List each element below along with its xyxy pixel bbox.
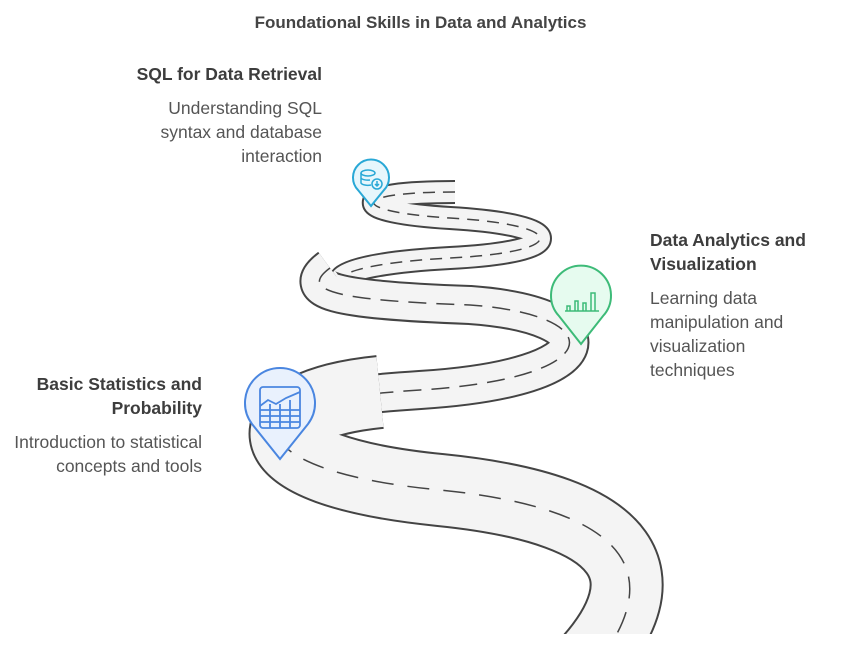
bar-chart-icon — [565, 292, 599, 312]
milestone-description: Learning data manipulation and visualiza… — [650, 288, 784, 380]
pin-sql — [352, 158, 390, 208]
pin-statistics — [244, 367, 316, 461]
milestone-analytics: Data Analytics and Visualization Learnin… — [650, 228, 830, 382]
milestone-statistics: Basic Statistics and Probability Introdu… — [10, 372, 202, 478]
pin-analytics — [550, 264, 612, 346]
road-segment-bottom — [248, 355, 664, 648]
database-download-icon — [360, 169, 383, 190]
milestone-description: Introduction to statistical concepts and… — [14, 432, 202, 476]
area-chart-grid-icon — [259, 386, 301, 429]
milestone-sql: SQL for Data Retrieval Understanding SQL… — [120, 62, 322, 168]
diagram-title: Foundational Skills in Data and Analytic… — [254, 13, 587, 32]
milestone-title: SQL for Data Retrieval — [136, 64, 322, 84]
milestone-description: Understanding SQL syntax and database in… — [160, 98, 322, 166]
milestone-title: Basic Statistics and Probability — [36, 374, 202, 418]
milestone-title: Data Analytics and Visualization — [650, 230, 806, 274]
